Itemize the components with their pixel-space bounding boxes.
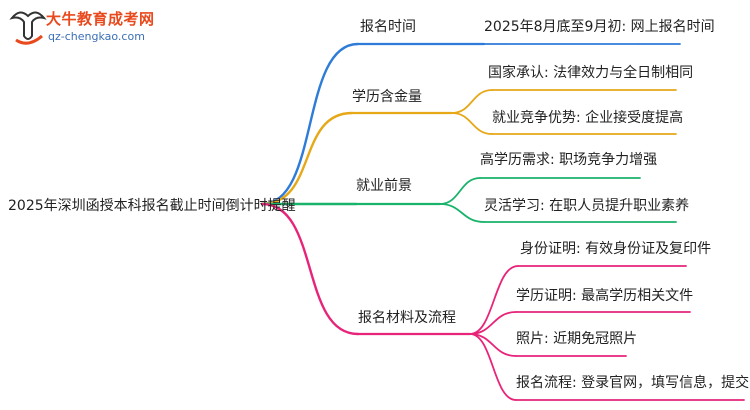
branch-label-diploma-value: 学历含金量	[352, 89, 422, 105]
watermark-logo: 大牛教育成考网 qz-chengkao.com	[6, 4, 166, 50]
leaf-photo: 照片: 近期免冠照片	[516, 331, 638, 347]
leaf-connector	[451, 112, 493, 135]
leaf-connector	[451, 89, 493, 114]
leaf-diploma-proof: 学历证明: 最高学历相关文件	[516, 288, 694, 304]
root-topic: 2025年深圳函授本科报名截止时间倒计时提醒	[8, 198, 296, 214]
branch-label-registration-time: 报名时间	[360, 19, 416, 35]
leaf-state-recognition: 国家承认: 法律效力与全日制相同	[488, 65, 694, 81]
bull-logo-icon	[9, 11, 47, 45]
leaf-connector	[439, 177, 481, 205]
branch-connector	[260, 202, 360, 336]
watermark-title: 大牛教育成考网	[46, 10, 155, 28]
leaf-connector	[469, 311, 517, 335]
leaf-registration-steps: 报名流程: 登录官网，填写信息，提交申请	[516, 375, 750, 391]
leaf-connector	[439, 203, 485, 223]
watermark-url: qz-chengkao.com	[48, 30, 145, 43]
branch-label-materials-process: 报名材料及流程	[358, 310, 456, 326]
leaf-connector	[469, 265, 519, 335]
leaf-connector	[469, 333, 517, 401]
branch-connector	[260, 111, 354, 206]
leaf-employment-advantage: 就业竞争优势: 企业接受度提高	[492, 110, 684, 126]
leaf-higher-degree-demand: 高学历需求: 职场竞争力增强	[480, 152, 658, 168]
leaf-id-proof: 身份证明: 有效身份证及复印件	[520, 241, 712, 257]
branch-label-career-prospects: 就业前景	[356, 178, 412, 194]
leaf-online-registration-period: 2025年8月底至9月初: 网上报名时间	[484, 19, 715, 35]
branch-connector	[260, 42, 360, 206]
leaf-flexible-learning: 灵活学习: 在职人员提升职业素养	[484, 198, 690, 214]
